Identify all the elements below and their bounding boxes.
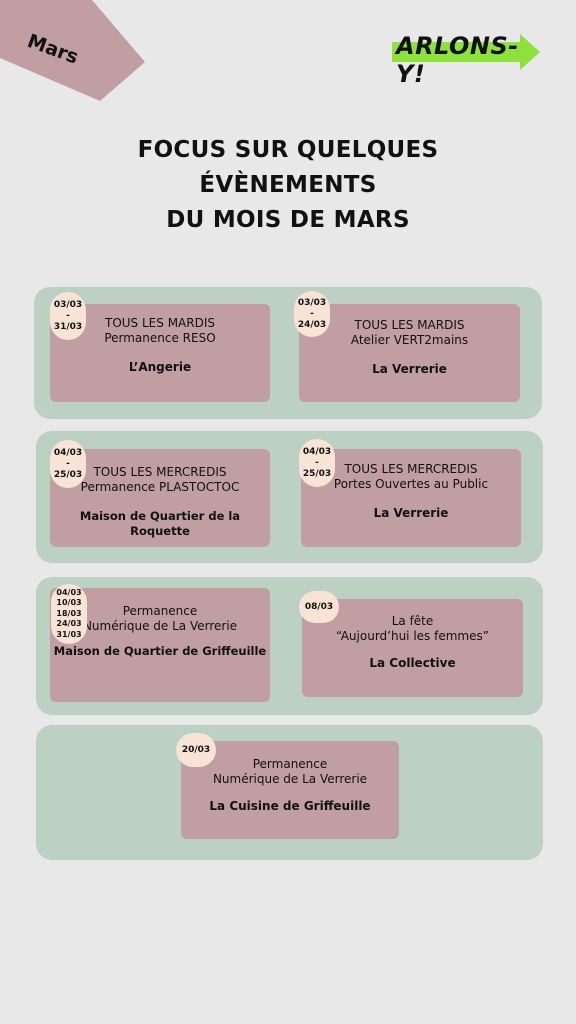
event-place: La Verrerie	[372, 362, 447, 376]
event-title: Permanence	[252, 757, 328, 771]
month-banner: Mars	[0, 0, 150, 101]
event-title: Atelier VERT2mains	[350, 333, 469, 347]
event-recurrence: TOUS LES MERCREDIS	[344, 462, 478, 476]
event-title: Permanence PLASTOCTOC	[80, 480, 240, 494]
event-subtitle: Numérique de La Verrerie	[82, 619, 238, 633]
date-badge-5: 04/03 10/03 18/03 24/03 31/03	[51, 584, 87, 644]
date-badge-2: 03/03 - 24/03	[294, 291, 330, 337]
event-place: La Verrerie	[373, 506, 449, 520]
event-place: L’Angerie	[128, 360, 192, 374]
event-card-3: TOUS LES MERCREDIS Permanence PLASTOCTOC…	[50, 449, 270, 547]
date-badge-4: 04/03 - 25/03	[299, 439, 335, 487]
event-card-7: Permanence Numérique de La Verrerie La C…	[181, 741, 399, 839]
event-title: Portes Ouvertes au Public	[333, 477, 489, 491]
event-place: La Cuisine de Griffeuille	[209, 799, 371, 813]
date-badge-1: 03/03 - 31/03	[50, 292, 86, 340]
event-card-2: TOUS LES MARDIS Atelier VERT2mains La Ve…	[299, 304, 520, 402]
date-badge-6: 08/03	[299, 591, 339, 623]
title-line-2: ÉVÈNEMENTS	[199, 172, 377, 198]
page-title: FOCUS SUR QUELQUES ÉVÈNEMENTS DU MOIS DE…	[0, 133, 576, 238]
event-title: Permanence RESO	[104, 331, 216, 345]
event-recurrence: TOUS LES MERCREDIS	[93, 465, 227, 479]
event-subtitle: “Aujourd’hui les femmes”	[336, 629, 489, 643]
event-recurrence: TOUS LES MARDIS	[354, 318, 465, 332]
event-card-6: La fête “Aujourd’hui les femmes” La Coll…	[302, 599, 523, 697]
event-card-4: TOUS LES MERCREDIS Portes Ouvertes au Pu…	[301, 449, 521, 547]
date-badge-7: 20/03	[176, 733, 216, 767]
event-title: La fête	[391, 614, 434, 628]
event-place: Maison de Quartier de Griffeuille	[53, 644, 267, 658]
date-badge-3: 04/03 - 25/03	[50, 440, 86, 488]
event-place: La Collective	[369, 656, 456, 670]
event-card-1: TOUS LES MARDIS Permanence RESO L’Angeri…	[50, 304, 270, 402]
event-subtitle: Numérique de La Verrerie	[212, 772, 368, 786]
title-line-3: DU MOIS DE MARS	[166, 207, 410, 233]
logo-text: ARLONS-Y!	[396, 32, 519, 88]
title-line-1: FOCUS SUR QUELQUES	[137, 137, 439, 163]
event-place: Maison de Quartier de la Roquette	[79, 509, 241, 538]
event-title: Permanence	[122, 604, 198, 618]
arlons-y-logo: ARLONS-Y!	[392, 30, 542, 88]
event-recurrence: TOUS LES MARDIS	[105, 316, 215, 330]
